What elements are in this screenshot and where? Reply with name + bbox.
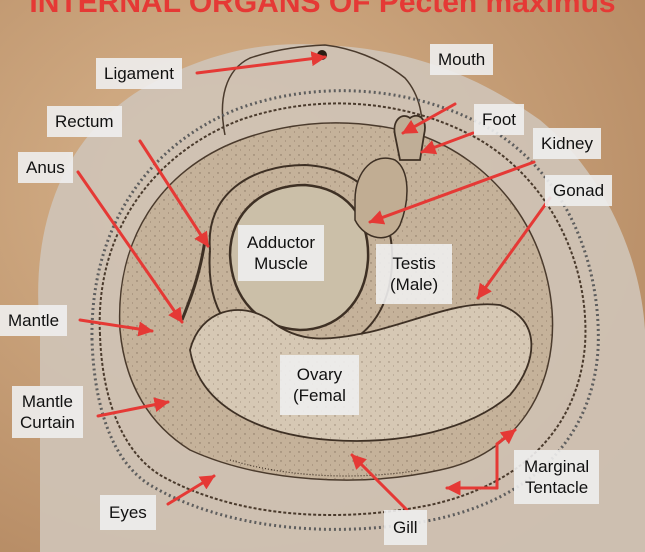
label-adductor-muscle: Adductor Muscle (238, 225, 324, 281)
label-mantle: Mantle (0, 305, 67, 336)
marginal-tentacle-line-1: Marginal (524, 456, 589, 477)
testis-line-1: Testis (390, 253, 438, 274)
label-marginal-tentacle: Marginal Tentacle (514, 450, 599, 504)
kidney-shape (355, 158, 407, 238)
label-eyes: Eyes (100, 495, 156, 530)
marginal-tentacle-line-2: Tentacle (524, 477, 589, 498)
page-title: INTERNAL ORGANS OF Pecten maximus (0, 0, 645, 20)
adductor-line-1: Adductor (247, 232, 315, 253)
adductor-line-2: Muscle (247, 253, 315, 274)
label-gill: Gill (384, 510, 427, 545)
label-mouth: Mouth (430, 44, 493, 75)
label-anus: Anus (18, 152, 73, 183)
label-rectum: Rectum (47, 106, 122, 137)
label-gonad: Gonad (545, 175, 612, 206)
label-foot: Foot (474, 104, 524, 135)
mantle-curtain-line-2: Curtain (20, 412, 75, 433)
ovary-line-1: Ovary (293, 364, 346, 385)
label-kidney: Kidney (533, 128, 601, 159)
label-ligament: Ligament (96, 58, 182, 89)
label-mantle-curtain: Mantle Curtain (12, 386, 83, 438)
testis-line-2: (Male) (390, 274, 438, 295)
ovary-line-2: (Femal (293, 385, 346, 406)
label-testis: Testis (Male) (376, 244, 452, 304)
mantle-curtain-line-1: Mantle (20, 391, 75, 412)
label-ovary: Ovary (Femal (280, 355, 359, 415)
